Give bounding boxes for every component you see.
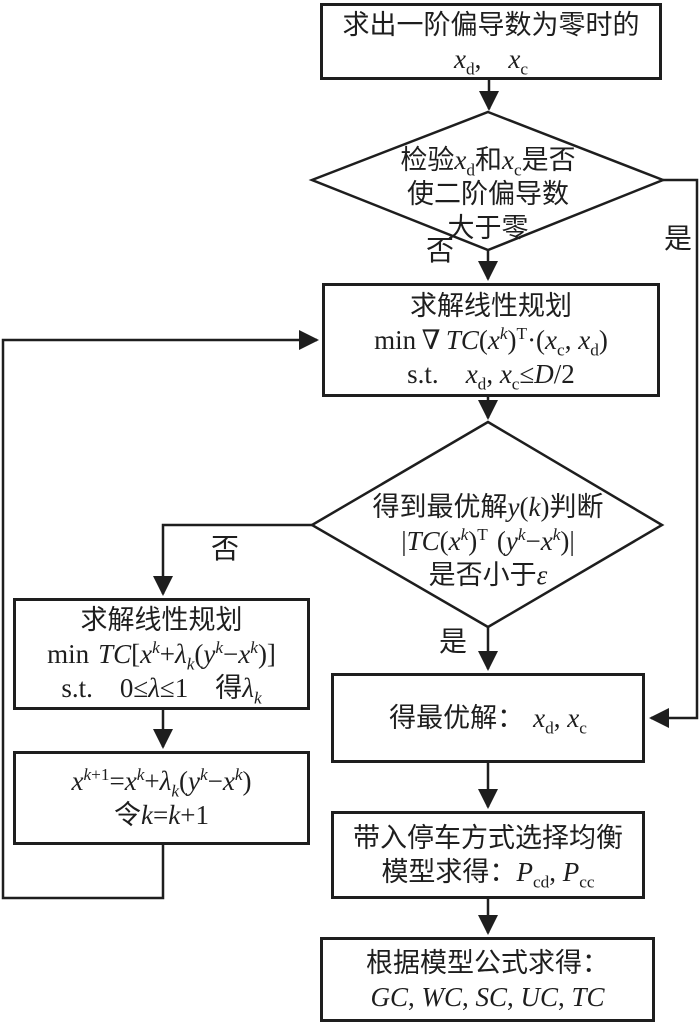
edge-check2-no-to-linesearch — [153, 523, 312, 596]
check2-line3: 是否小于ε — [428, 560, 548, 590]
node-start: 求出一阶偏导数为零时的 xd, xc — [320, 3, 662, 80]
node-line-search: 求解线性规划 min TC[xk+λk(yk−xk)] s.t. 0≤λ≤1 得… — [13, 598, 310, 710]
node-update-x-line2: 令k=k+1 — [114, 800, 209, 830]
check2-line1: 得到最优解y(k)判断 — [372, 492, 604, 522]
node-start-line2: xd, xc — [453, 43, 529, 78]
node-solve-lp: 求解线性规划 min ∇ TC(xk)T·(xc, xd) s.t. xd, x… — [322, 283, 660, 397]
node-optimal-solution-line1: 得最优解： xd, xc — [389, 703, 587, 738]
node-final-costs: 根据模型公式求得： GC, WC, SC, UC, TC — [320, 937, 655, 1022]
node-solve-lp-line1: 求解线性规划 — [410, 291, 572, 321]
node-check-convergence-text: 得到最优解y(k)判断 |TC(xk)T (yk−xk)| 是否小于ε — [322, 488, 654, 594]
node-line-search-line3: s.t. 0≤λ≤1 得λk — [61, 673, 262, 708]
edge-update-loop-to-solvelp — [1, 330, 319, 900]
node-check-second-derivative-text: 检验xd和xc是否 使二阶偏导数 大于零 — [322, 142, 654, 246]
node-final-costs-line1: 根据模型公式求得： — [366, 947, 609, 978]
node-solve-lp-line2: min ∇ TC(xk)T·(xc, xd) — [374, 324, 608, 360]
check2-line2: |TC(xk)T (yk−xk)| — [401, 525, 575, 556]
node-final-costs-line2: GC, WC, SC, UC, TC — [370, 981, 605, 1012]
node-parking-model-line1: 带入停车方式选择均衡 — [353, 823, 623, 853]
node-optimal-solution: 得最优解： xd, xc — [331, 673, 645, 763]
edge-label-yes-1: 是 — [663, 224, 692, 255]
node-update-x: xk+1=xk+λk(yk−xk) 令k=k+1 — [13, 751, 310, 845]
node-line-search-line1: 求解线性规划 — [80, 605, 243, 635]
node-solve-lp-line3: s.t. xd, xc≤D/2 — [407, 359, 575, 394]
edge-label-no-1: 否 — [425, 236, 454, 267]
edge-label-no-2: 否 — [210, 534, 239, 565]
node-parking-model-line2: 模型求得：Pcd, Pcc — [381, 857, 595, 892]
node-start-line1: 求出一阶偏导数为零时的 — [342, 9, 640, 40]
node-line-search-line2: min TC[xk+λk(yk−xk)] — [47, 638, 276, 674]
edge-check1-yes-to-optimal — [649, 178, 699, 728]
node-update-x-line1: xk+1=xk+λk(yk−xk) — [71, 765, 252, 801]
node-parking-model: 带入停车方式选择均衡 模型求得：Pcd, Pcc — [331, 811, 645, 899]
check1-line1: 检验xd和xc是否 — [400, 145, 576, 180]
edge-label-yes-2: 是 — [438, 627, 467, 658]
check1-line2: 使二阶偏导数 — [407, 179, 569, 209]
check1-line3: 大于零 — [447, 213, 529, 243]
